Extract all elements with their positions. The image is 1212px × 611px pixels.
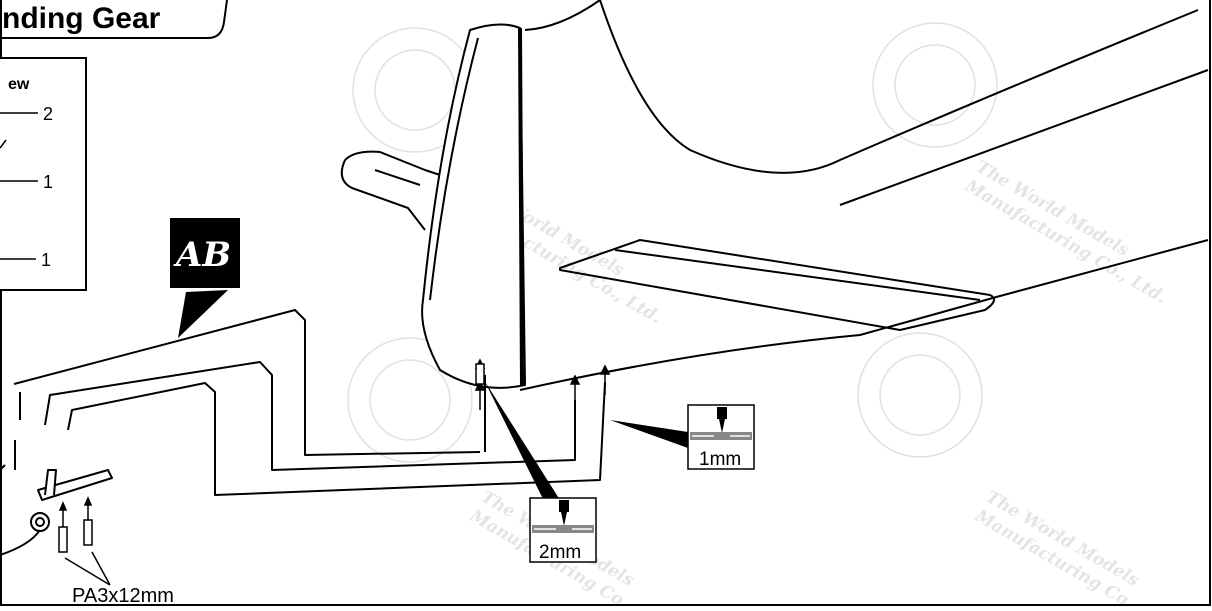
- tail-wheel-hub: [35, 517, 45, 527]
- tailwheel-wire: [13, 309, 606, 496]
- bracket-sketch: [0, 464, 6, 471]
- screw-body: [83, 519, 93, 546]
- insertion-arrows: [474, 358, 611, 410]
- title-tab-outline: [0, 0, 228, 39]
- drill-chuck: [717, 407, 727, 419]
- drill-2mm-pointer: [484, 380, 560, 505]
- right-stabilizer: [559, 239, 995, 331]
- watermark-seal: [872, 22, 998, 148]
- airplane-tail: [340, 0, 1209, 391]
- vertical-fin: [421, 23, 526, 389]
- section-title: nding Gear: [0, 0, 228, 39]
- rudder-hinge: [518, 27, 524, 386]
- watermark-company: Manufacturing Co., Ltd.: [961, 176, 1170, 308]
- left-stabilizer-front: [344, 150, 471, 186]
- wheel-fork: [0, 529, 41, 556]
- right-stabilizer-hinge: [614, 249, 981, 301]
- arrow-head: [58, 501, 68, 511]
- fuselage-top: [599, 0, 1199, 174]
- screw-size-label: PA3x12mm: [72, 585, 174, 606]
- parts-list: ew 2 1 1: [0, 57, 87, 291]
- fin-leading-edge: [429, 37, 479, 301]
- watermark-seal: [857, 332, 983, 458]
- wire-outline-middle: [44, 361, 576, 471]
- fin-top: [524, 0, 601, 31]
- arrow-head: [569, 374, 581, 385]
- part-sketch: [0, 139, 7, 149]
- page-title: nding Gear: [2, 2, 161, 35]
- adhesive-label: AB: [173, 235, 231, 275]
- adhesive-badge-bg: [170, 218, 240, 288]
- drill-material: [532, 525, 594, 533]
- fuselage-panel-line: [839, 69, 1209, 206]
- drill-material: [690, 432, 752, 440]
- drill-bit: [561, 512, 567, 526]
- screw: [83, 496, 93, 546]
- part-quantity: 1: [43, 172, 53, 192]
- arrow-head: [83, 496, 93, 506]
- parts-list-header: ew: [8, 76, 30, 93]
- adhesive-badge: AB: [170, 218, 240, 288]
- drill-chuck: [559, 500, 569, 512]
- bracket-post: [44, 469, 57, 496]
- drill-bit: [719, 419, 725, 433]
- drill-icon-2mm: 2mm: [529, 497, 597, 563]
- wire-outline-upper: [13, 309, 481, 456]
- drill-1mm-pointer: [610, 420, 688, 448]
- adhesive-callout-pointer: [178, 290, 228, 338]
- screw: [58, 501, 68, 553]
- arrow-head: [599, 364, 611, 375]
- parts-list-box: [0, 57, 87, 291]
- left-stabilizer-hinge: [374, 169, 421, 186]
- screws: [58, 496, 111, 586]
- left-stabilizer-edge: [340, 159, 426, 231]
- arrow-head: [474, 380, 486, 391]
- watermark-text-block: The World Models Manufacturing Co., Ltd.: [961, 157, 1170, 308]
- drill-size-label: 2mm: [539, 542, 581, 563]
- part-quantity: 1: [41, 250, 51, 270]
- drill-size-label: 1mm: [699, 449, 741, 470]
- screw-body: [58, 526, 68, 553]
- watermark-text-block: The World Models Manufacturing Co., Ltd.: [971, 487, 1180, 611]
- drill-point-marker: [475, 363, 485, 385]
- screw-label-leader: [64, 551, 111, 586]
- bracket-plate: [37, 469, 113, 501]
- tailwheel-bracket: [0, 464, 113, 556]
- wire-outline-lower: [67, 381, 606, 496]
- watermark-seal: [347, 337, 473, 463]
- drill-icon-1mm: 1mm: [687, 404, 755, 470]
- part-quantity: 2: [43, 104, 53, 124]
